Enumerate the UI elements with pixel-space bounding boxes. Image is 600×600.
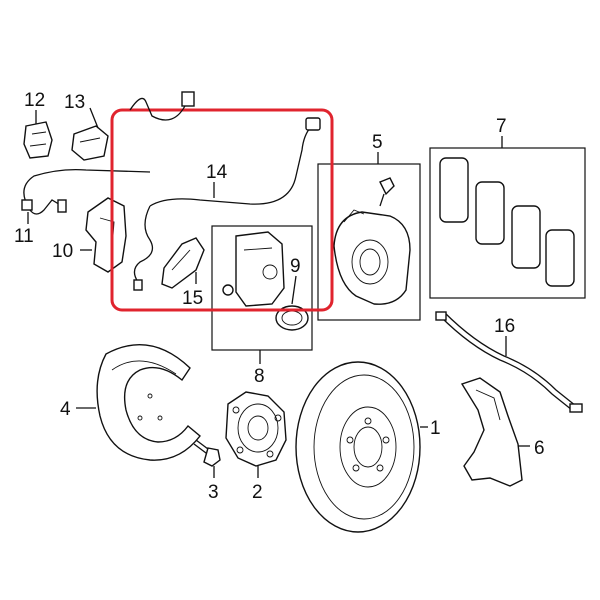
callout-1: 1	[430, 418, 441, 439]
callout-13: 13	[64, 92, 85, 113]
brake-caliper	[333, 209, 411, 305]
wheel-hub	[225, 391, 287, 467]
wear-sensor-wire	[129, 91, 321, 291]
brake-hose	[435, 311, 583, 413]
callout-7: 7	[496, 116, 507, 137]
highlight-box	[110, 108, 334, 312]
callout-5: 5	[372, 132, 383, 153]
caliper-bracket	[460, 377, 523, 487]
bleeder-screw	[379, 177, 395, 207]
callout-9: 9	[290, 256, 301, 277]
callout-12: 12	[24, 90, 45, 111]
brake-pads-box	[429, 147, 586, 299]
leader-13	[89, 107, 99, 129]
abs-sensor-cable	[21, 168, 151, 215]
callout-4: 4	[60, 399, 71, 420]
sensor-guide	[161, 237, 205, 289]
brake-rotor	[295, 361, 421, 533]
dust-shield	[96, 344, 201, 461]
callout-11: 11	[14, 226, 34, 247]
callout-2: 2	[252, 482, 263, 503]
knuckle-bracket	[85, 197, 127, 273]
callout-6: 6	[534, 438, 545, 459]
callout-16: 16	[494, 316, 515, 337]
hub-bolt	[193, 439, 221, 467]
callout-8: 8	[254, 366, 265, 387]
guide-pin	[222, 284, 234, 296]
caliper-kit-box	[211, 225, 313, 351]
callout-3: 3	[208, 482, 219, 503]
cable-bracket	[23, 121, 53, 159]
brake-pads	[439, 157, 575, 287]
callout-10: 10	[52, 241, 73, 262]
seal-ring	[275, 305, 309, 331]
callout-15: 15	[182, 288, 203, 309]
harness-clip	[71, 125, 109, 161]
caliper-box	[317, 163, 421, 321]
caliper-housing	[235, 231, 285, 307]
callout-14: 14	[206, 162, 228, 183]
leader-9	[291, 275, 297, 305]
